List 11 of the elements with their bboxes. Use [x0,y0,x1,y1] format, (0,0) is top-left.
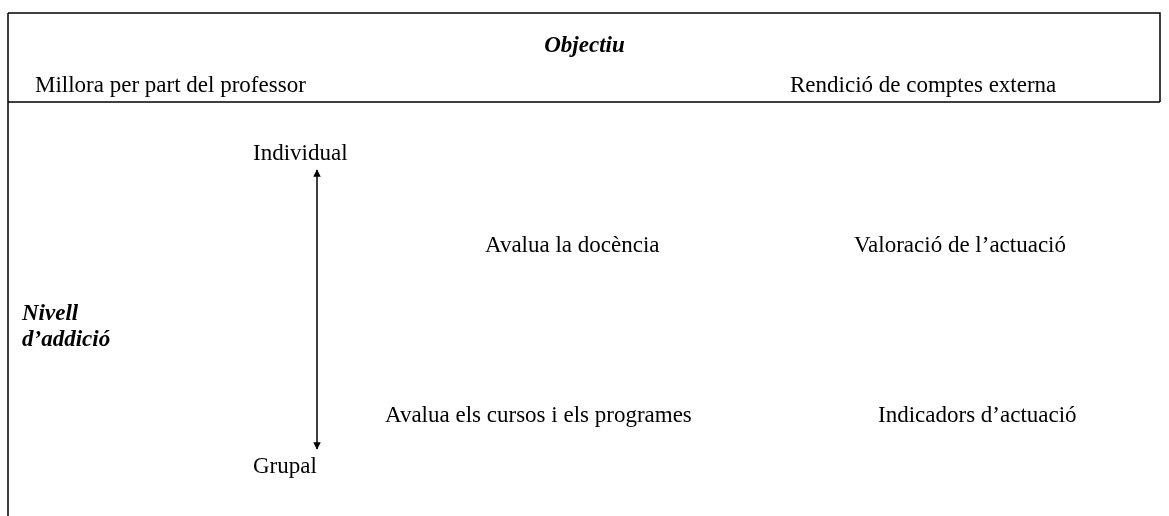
column-header: Millora per part del professor [35,72,306,98]
axis-end-label: Grupal [253,453,317,479]
table-text: Valoració de l’actuació [854,232,1066,258]
row-header: Nivell d’addició [22,300,112,352]
heading: Objectiu [543,32,626,58]
axis-end-label: Individual [253,140,348,166]
table-text: Avalua els cursos i els programes [385,402,692,428]
column-header: Rendició de comptes externa [790,72,1057,98]
table-text: Avalua la docència [485,232,660,258]
table-text: Indicadors d’actuació [878,402,1077,428]
double-arrow [313,169,321,450]
